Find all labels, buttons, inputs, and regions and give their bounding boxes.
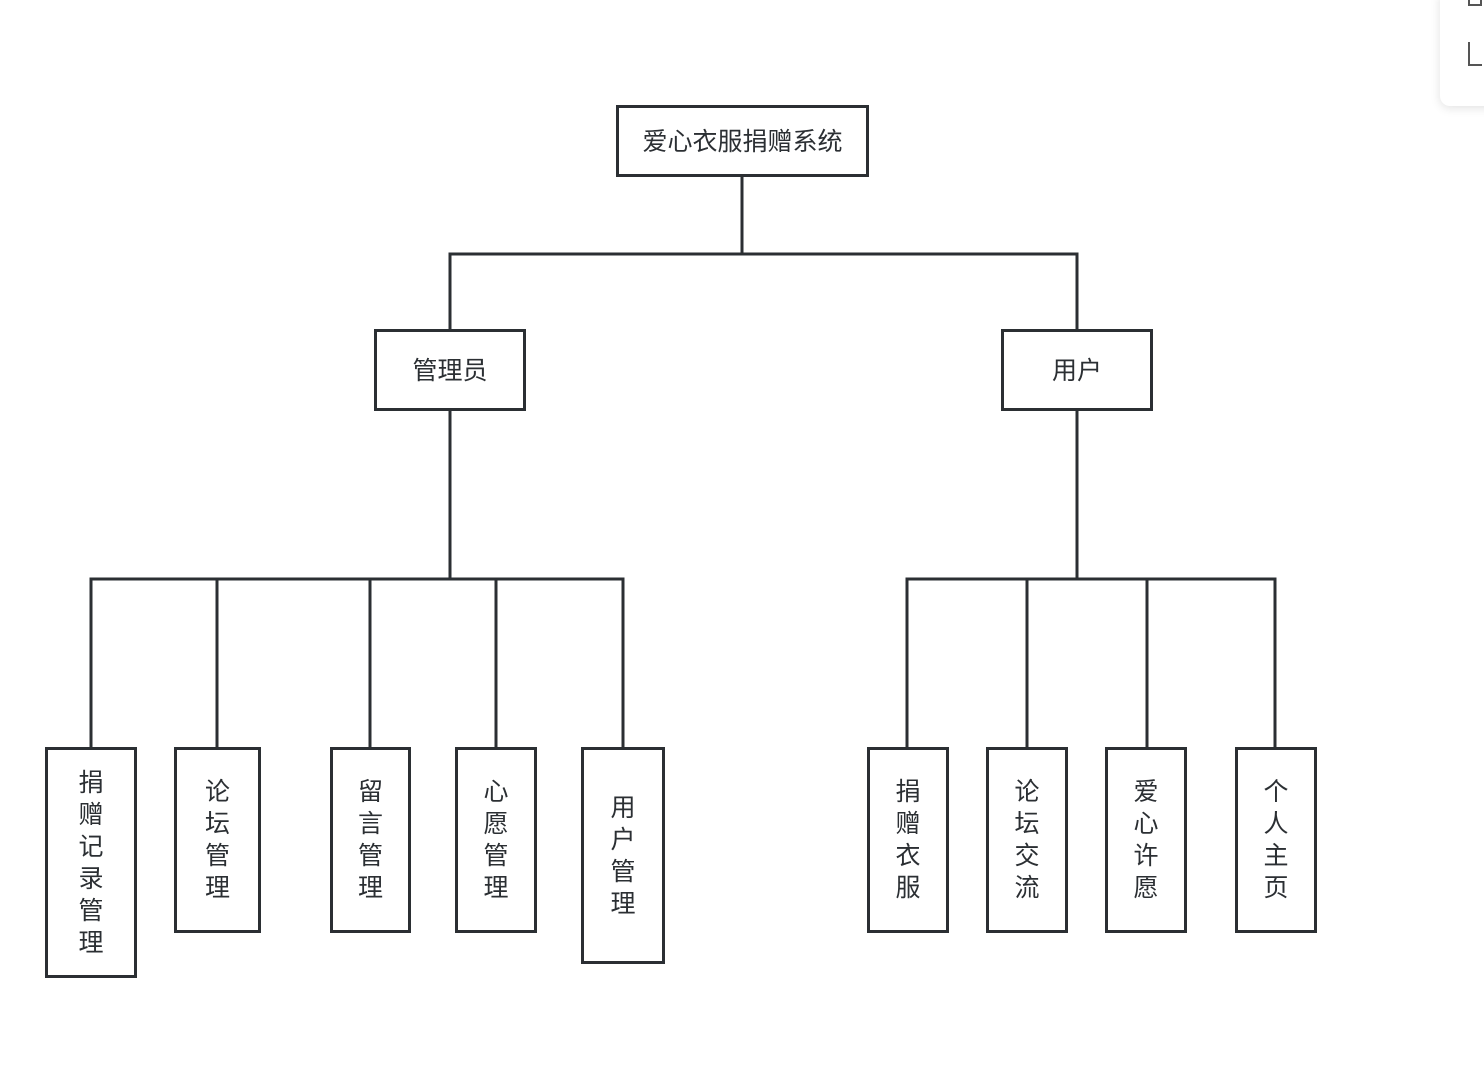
- user-module-node: 个人主页: [1235, 747, 1317, 933]
- user-module-label: 个人主页: [1263, 776, 1288, 904]
- admin-module-label: 留言管理: [358, 776, 383, 904]
- root-node: 爱心衣服捐赠系统: [616, 105, 869, 177]
- label-char: 个: [1263, 777, 1289, 806]
- admin-module-node: 论坛管理: [174, 747, 261, 933]
- user-module-label: 爱心许愿: [1133, 776, 1158, 904]
- admin-module-label: 捐赠记录管理: [78, 767, 103, 959]
- user-module-node: 论坛交流: [986, 747, 1068, 933]
- label-char: 人: [1263, 809, 1289, 838]
- label-char: 论: [204, 777, 230, 806]
- panel-tool-icon[interactable]: [1468, 42, 1482, 66]
- label-char: 捐: [895, 777, 921, 806]
- label-char: 理: [78, 927, 104, 957]
- label-char: 论: [1014, 777, 1040, 806]
- label-char: 坛: [204, 809, 230, 838]
- label-char: 用: [610, 792, 636, 822]
- label-char: 心: [1133, 809, 1159, 838]
- label-char: 捐: [78, 767, 104, 797]
- label-char: 赠: [895, 809, 921, 838]
- admin-module-label: 用户管理: [610, 792, 635, 920]
- label-char: 许: [1133, 841, 1159, 870]
- user-module-node: 捐赠衣服: [867, 747, 949, 933]
- role-node-user: 用户: [1001, 329, 1153, 411]
- label-char: 服: [895, 873, 921, 902]
- label-char: 理: [610, 888, 636, 918]
- role-node-admin: 管理员: [374, 329, 526, 411]
- role-label-admin: 管理员: [412, 355, 488, 385]
- admin-module-label: 心愿管理: [483, 776, 508, 904]
- role-label-user: 用户: [1051, 355, 1102, 385]
- label-char: 坛: [1014, 809, 1040, 838]
- label-char: 交: [1014, 841, 1040, 870]
- admin-module-node: 留言管理: [330, 747, 411, 933]
- label-char: 愿: [1133, 873, 1159, 902]
- label-char: 衣: [895, 841, 921, 870]
- root-label: 爱心衣服捐赠系统: [642, 126, 843, 156]
- label-char: 流: [1014, 873, 1040, 902]
- label-char: 户: [610, 824, 636, 854]
- label-char: 爱: [1133, 777, 1159, 806]
- admin-module-node: 捐赠记录管理: [45, 747, 137, 978]
- label-char: 记: [78, 831, 104, 861]
- label-char: 主: [1263, 841, 1289, 870]
- label-char: 录: [78, 863, 104, 893]
- label-char: 心: [483, 777, 509, 806]
- label-char: 管: [610, 856, 636, 886]
- label-char: 理: [483, 873, 509, 902]
- admin-module-node: 心愿管理: [455, 747, 537, 933]
- label-char: 愿: [483, 809, 509, 838]
- admin-module-node: 用户管理: [581, 747, 665, 964]
- label-char: 理: [204, 873, 230, 902]
- label-char: 管: [204, 841, 230, 870]
- label-char: 理: [357, 873, 383, 902]
- label-char: 页: [1263, 873, 1289, 902]
- label-char: 赠: [78, 799, 104, 829]
- user-module-label: 论坛交流: [1014, 776, 1039, 904]
- label-char: 管: [483, 841, 509, 870]
- user-module-label: 捐赠衣服: [895, 776, 920, 904]
- label-char: 言: [357, 809, 383, 838]
- panel-tool-icon[interactable]: [1468, 0, 1482, 6]
- label-char: 管: [357, 841, 383, 870]
- admin-module-label: 论坛管理: [205, 776, 230, 904]
- floating-toolbar-panel[interactable]: [1440, 0, 1484, 106]
- label-char: 管: [78, 895, 104, 925]
- user-module-node: 爱心许愿: [1105, 747, 1187, 933]
- label-char: 留: [357, 777, 383, 806]
